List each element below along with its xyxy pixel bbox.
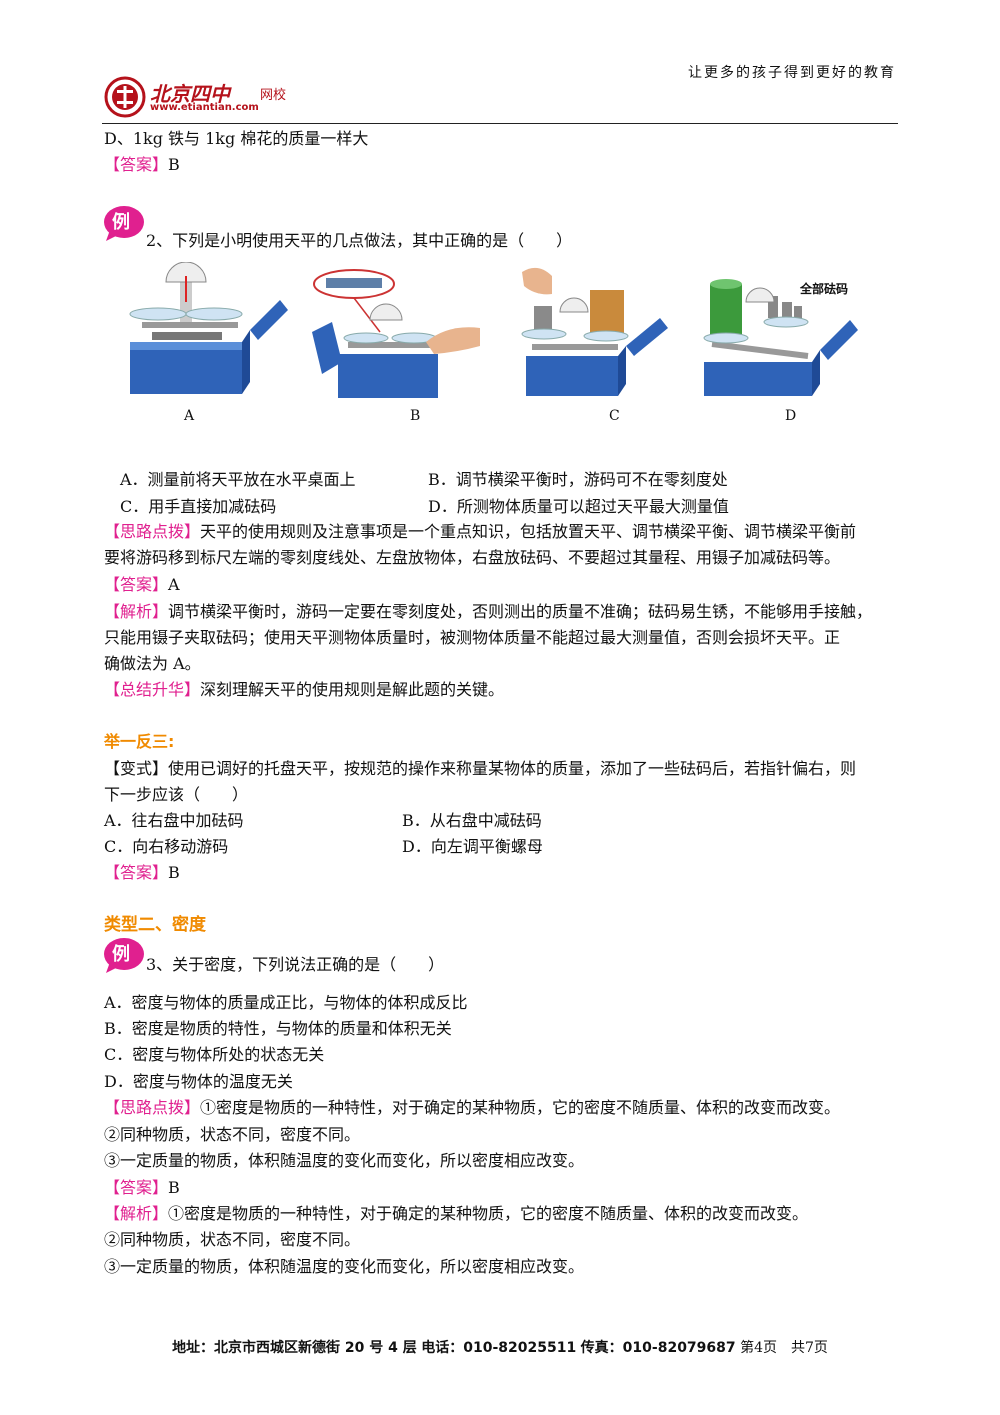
q3-hint: 【思路点拨】①密度是物质的一种特性，对于确定的某种物质，它的密度不随质量、体积的… [104, 1097, 840, 1119]
q2-summary: 【总结升华】深刻理解天平的使用规则是解此题的关键。 [104, 679, 504, 701]
q3-option-b: B．密度是物质的特性，与物体的质量和体积无关 [104, 1019, 452, 1038]
hint-tag: 【思路点拨】 [104, 522, 201, 541]
q3-analysis: 【解析】①密度是物质的一种特性，对于确定的某种物质，它的密度不随质量、体积的改变… [104, 1203, 808, 1225]
q2-option-c: C．用手直接加减砝码 [120, 497, 277, 516]
q3-option-d: D．密度与物体的温度无关 [104, 1072, 293, 1091]
variant-option-a: A．往右盘中加砝码 [104, 811, 244, 830]
example-badge-icon [104, 938, 144, 973]
q3-option-a: A．密度与物体的质量成正比，与物体的体积成反比 [104, 993, 468, 1012]
summary-tag: 【总结升华】 [104, 680, 201, 699]
header-slogan: 让更多的孩子得到更好的教育 [688, 65, 896, 81]
answer-tag: 【答案】 [104, 863, 169, 882]
q3-analysis-line-2: ②同种物质，状态不同，密度不同。 [104, 1230, 361, 1249]
page-footer: 地址：北京市西城区新德街 20 号 4 层 电话：010-82025511 传真… [0, 1337, 1000, 1357]
example-badge-icon [104, 206, 144, 241]
q2-hint: 【思路点拨】天平的使用规则及注意事项是一个重点知识，包括放置天平、调节横梁平衡、… [104, 521, 856, 543]
q3-hint-line-3: ③一定质量的物质，体积随温度的变化而变化，所以密度相应改变。 [104, 1151, 585, 1170]
prev-option-d: D、1kg 铁与 1kg 棉花的质量一样大 [104, 129, 369, 148]
figure-a [122, 261, 297, 402]
logo-name: 北京四中 [150, 82, 230, 106]
prev-answer: 【答案】B [104, 154, 180, 176]
logo-suffix: 网校 [260, 88, 287, 103]
variant-answer: 【答案】B [104, 862, 180, 884]
figure-d-label: D [785, 408, 797, 424]
q2-hint-line-2: 要将游码移到标尺左端的零刻度线处、左盘放物体，右盘放砝码、不要超过其量程、用镊子… [104, 548, 841, 567]
answer-tag: 【答案】 [104, 575, 169, 594]
balance-scale-c-icon [521, 267, 668, 396]
variant-option-b: B．从右盘中减砝码 [402, 811, 542, 830]
variant-tag: 【变式】 [104, 759, 169, 778]
example-badge: 例 [102, 204, 146, 242]
q3-analysis-line-3: ③一定质量的物质，体积随温度的变化而变化，所以密度相应改变。 [104, 1257, 585, 1276]
figure-d [698, 262, 873, 402]
balance-scale-b-icon [312, 269, 480, 398]
analysis-tag: 【解析】 [104, 1204, 169, 1223]
school-logo: 北京四中 网校 www.etiantian.com [104, 76, 304, 118]
q3-hint-line-2: ②同种物质，状态不同，密度不同。 [104, 1125, 361, 1144]
figure-b [308, 262, 483, 402]
balance-scale-a-icon [129, 261, 288, 394]
answer-value: B [168, 1178, 180, 1197]
answer-tag: 【答案】 [104, 155, 169, 174]
q2-option-a: A．测量前将天平放在水平桌面上 [120, 470, 356, 489]
answer-tag: 【答案】 [104, 1178, 169, 1197]
badge-text: 例 [112, 944, 130, 965]
analysis-text-1: 调节横梁平衡时，游码一定要在零刻度处，否则测出的质量不准确；砝码易生锈，不能够用… [168, 602, 873, 621]
summary-text: 深刻理解天平的使用规则是解此题的关键。 [200, 680, 505, 699]
q2-option-d: D．所测物体质量可以超过天平最大测量值 [428, 497, 729, 516]
footer-page: 第4页 共7页 [740, 1340, 828, 1356]
variant-stem-line-2: 下一步应该（ ） [104, 785, 249, 804]
q2-option-b: B．调节横梁平衡时，游码可不在零刻度处 [428, 470, 728, 489]
figure-b-label: B [410, 408, 421, 424]
analysis-tag: 【解析】 [104, 602, 169, 621]
hint-text-1: 天平的使用规则及注意事项是一个重点知识，包括放置天平、调节横梁平衡、调节横梁平衡… [200, 522, 857, 541]
q3-option-c: C．密度与物体所处的状态无关 [104, 1045, 325, 1064]
answer-value: A [168, 575, 180, 594]
figure-c [512, 262, 687, 402]
logo-url: www.etiantian.com [150, 102, 259, 113]
figure-a-label: A [184, 408, 195, 424]
balance-scale-d-icon [703, 279, 858, 396]
variant-heading: 举一反三: [104, 732, 175, 751]
answer-value: B [168, 863, 180, 882]
variant-option-c: C．向右移动游码 [104, 837, 229, 856]
badge-text: 例 [112, 212, 130, 233]
hint-text-1: ①密度是物质的一种特性，对于确定的某种物质，它的密度不随质量、体积的改变而改变。 [200, 1098, 841, 1117]
figure-c-label: C [609, 408, 620, 424]
q3-stem: 3、关于密度，下列说法正确的是（ ） [146, 955, 445, 974]
hint-tag: 【思路点拨】 [104, 1098, 201, 1117]
footer-phone: 电话：010-82025511 [421, 1340, 577, 1356]
q2-analysis-line-3: 确做法为 A。 [104, 654, 201, 673]
footer-fax: 传真：010-82079687 [580, 1340, 736, 1356]
example-badge: 例 [102, 936, 146, 974]
figure-d-caption: 全部砝码 [800, 282, 849, 296]
footer-address: 地址：北京市西城区新德街 20 号 4 层 [172, 1340, 417, 1356]
variant-stem: 【变式】使用已调好的托盘天平，按规范的操作来称量某物体的质量，添加了一些砝码后，… [104, 758, 856, 780]
q2-stem: 2、下列是小明使用天平的几点做法，其中正确的是（ ） [146, 231, 573, 250]
q2-analysis: 【解析】调节横梁平衡时，游码一定要在零刻度处，否则测出的质量不准确；砝码易生锈，… [104, 601, 872, 623]
type2-heading: 类型二、密度 [104, 915, 206, 935]
answer-value: B [168, 155, 180, 174]
variant-stem-1: 使用已调好的托盘天平，按规范的操作来称量某物体的质量，添加了一些砝码后，若指针偏… [168, 759, 857, 778]
logo-emblem-icon [104, 76, 146, 118]
q3-answer: 【答案】B [104, 1177, 180, 1199]
variant-option-d: D．向左调平衡螺母 [402, 837, 543, 856]
q2-answer: 【答案】A [104, 574, 180, 596]
q2-analysis-line-2: 只能用镊子夹取砝码；使用天平测物体质量时，被测物体质量不能超过最大测量值，否则会… [104, 628, 841, 647]
analysis-text-1: ①密度是物质的一种特性，对于确定的某种物质，它的密度不随质量、体积的改变而改变。 [168, 1204, 809, 1223]
header-rule [102, 123, 898, 124]
